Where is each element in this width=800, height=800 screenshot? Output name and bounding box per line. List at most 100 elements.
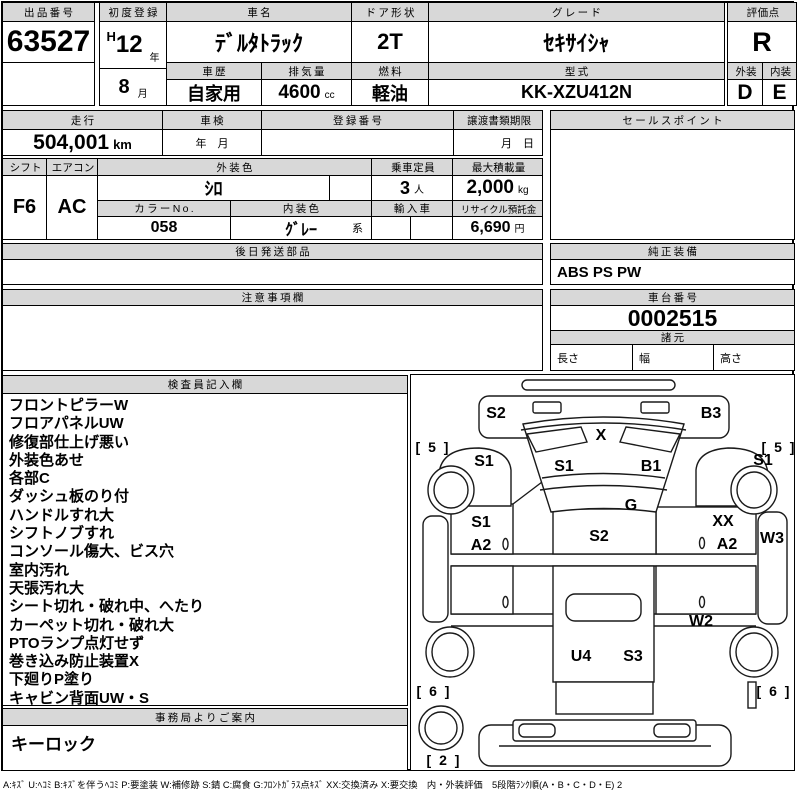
genuine-equipment-value: ABS PS PW (550, 259, 795, 285)
month-unit: 月 (137, 89, 148, 100)
inspection-value: 年 月 (162, 129, 262, 156)
exterior-color-value: ｼﾛ (97, 175, 330, 201)
rear-right-tire-inner (735, 632, 773, 672)
inspector-line: シート切れ・破れ中、へたり (9, 598, 205, 616)
bed-front-section (552, 508, 657, 555)
right-side-panel-lower (655, 565, 757, 615)
inspector-line: 下廻りP塗り (9, 671, 95, 689)
max-load-header: 最大積載量 (452, 158, 543, 176)
right-headlight (640, 401, 670, 414)
inspector-line: ダッシュ板のり付 (9, 488, 130, 506)
recycle-number: 6,690 (470, 219, 511, 236)
color-no-value: 058 (97, 216, 231, 240)
windshield-right-pane (619, 426, 682, 453)
capacity-value: 3 人 (371, 175, 453, 201)
spare-tire-inner (424, 711, 458, 745)
inspector-line: 各部C (9, 470, 50, 488)
inspector-line: コンソール傷大、ビス穴 (9, 543, 175, 561)
door-shape-header: ドア形状 (351, 2, 429, 22)
rear-right-bracket (747, 681, 757, 709)
auction-no-header: 出品番号 (2, 2, 95, 22)
diagram-label-right-panel-xx: XX (712, 513, 734, 530)
displacement-value: 4600 cc (261, 79, 352, 106)
score-value: R (727, 21, 797, 63)
damage-diagram-panel: S2 B3 X [ 5 ] [ 5 ] S1 S1 S1 B1 G S1 A2 … (410, 374, 795, 771)
displacement-header: 排気量 (261, 62, 352, 80)
interior-grade-value: E (762, 79, 797, 106)
first-registration-header: 初度登録 (99, 2, 167, 22)
right-door-handle-lower (698, 595, 706, 609)
exterior-grade-header: 外装 (727, 62, 763, 80)
genuine-equipment-header: 純正装備 (550, 243, 795, 260)
transfer-deadline-header: 譲渡書類期限 (453, 110, 543, 130)
diagram-label-windshield: X (595, 427, 607, 444)
aircon-value: AC (46, 175, 98, 240)
displacement-number: 4600 (278, 81, 321, 103)
aircon-header: エアコン (46, 158, 98, 176)
inspector-line: キャビン背面UW・S (9, 689, 149, 707)
history-header: 車歴 (166, 62, 262, 80)
shift-value: F6 (2, 175, 47, 240)
model-code-header: 型式 (428, 62, 725, 80)
max-load-unit: kg (517, 185, 529, 196)
diagram-label-front-right: B3 (700, 405, 722, 422)
color-no-header: カラーNo. (97, 200, 231, 217)
interior-grade-header: 内装 (762, 62, 797, 80)
diagram-label-right-panel-a2: A2 (716, 536, 738, 553)
diagram-label-fender-left: S1 (474, 453, 494, 470)
diagram-label-hood-left: S1 (554, 458, 574, 475)
shift-header: シフト (2, 158, 47, 176)
left-headlight (532, 401, 562, 414)
month-value: 8 (118, 75, 130, 98)
era-letter: H (106, 29, 116, 44)
inspector-line: PTOランプ点灯せず (9, 634, 145, 652)
rear-lamp-left (518, 723, 556, 738)
diagram-label-hood-right: B1 (640, 458, 662, 475)
fuel-value: 軽油 (351, 79, 429, 106)
inspector-line: シフトノブすれ (9, 525, 115, 543)
diagram-label-fender-right: S1 (753, 452, 773, 469)
grade-header: グレード (428, 2, 725, 22)
diagram-label-tire-rear-left: [ 6 ] (416, 683, 452, 699)
front-right-tire-inner (736, 471, 772, 509)
score-header: 評価点 (727, 2, 797, 22)
displacement-unit: cc (324, 90, 335, 101)
rear-left-tire-inner (431, 632, 469, 672)
inspector-notes-list: フロントピラーW フロアパネルUW 修復部仕上げ悪い 外装色あせ 各部C ダッシ… (2, 393, 408, 707)
fuel-header: 燃料 (351, 62, 429, 80)
history-value: 自家用 (166, 79, 262, 106)
sales-point-value (550, 129, 795, 240)
spec-length-cell: 長さ (550, 344, 633, 371)
diagram-label-left-panel-a2: A2 (470, 537, 492, 554)
recycle-deposit-value: 6,690 円 (452, 216, 543, 240)
diagram-label-u4: U4 (570, 648, 592, 665)
registration-no-header: 登録番号 (261, 110, 454, 130)
inspector-line: フロントピラーW (9, 397, 129, 414)
inspector-line: 修復部仕上げ悪い (9, 433, 130, 451)
front-left-tire-inner (433, 471, 469, 509)
diagram-label-spare-tire: [ 2 ] (426, 752, 462, 768)
left-side-panel-lower (450, 565, 514, 615)
diagram-label-cowl: G (624, 497, 638, 514)
year-unit: 年 (149, 53, 160, 64)
spec-height-cell: 高さ (713, 344, 795, 371)
diagram-label-tire-front-right: [ 5 ] (761, 439, 797, 455)
cargo-bed-center (552, 565, 655, 683)
spec-width-cell: 幅 (632, 344, 714, 371)
right-door-handle-upper (698, 536, 706, 550)
front-top-bar (521, 379, 676, 391)
diagram-label-tire-front-left: [ 5 ] (415, 439, 451, 455)
diagram-label-front-left: S2 (486, 405, 506, 422)
recycle-deposit-header: リサイクル預託金 (452, 200, 543, 217)
max-load-number: 2,000 (466, 177, 514, 198)
left-door-handle-lower (502, 595, 509, 609)
caution-notes-value (2, 305, 543, 371)
grade-value: ｾｷｻｲｼｬ (428, 21, 725, 63)
exterior-color-empty-cell (329, 175, 372, 201)
legend-text: A:ｷｽﾞ U:ﾍｺﾐ B:ｷｽﾞを伴うﾍｺﾐ P:要塗装 W:補修跡 S:錆 … (3, 780, 623, 790)
office-notice-header: 事務局よりご案内 (2, 708, 408, 726)
cowl-bands (539, 472, 668, 491)
import-cell-right (410, 216, 453, 240)
interior-color-header: 内装色 (230, 200, 372, 217)
truck-diagram-svg (418, 379, 788, 767)
